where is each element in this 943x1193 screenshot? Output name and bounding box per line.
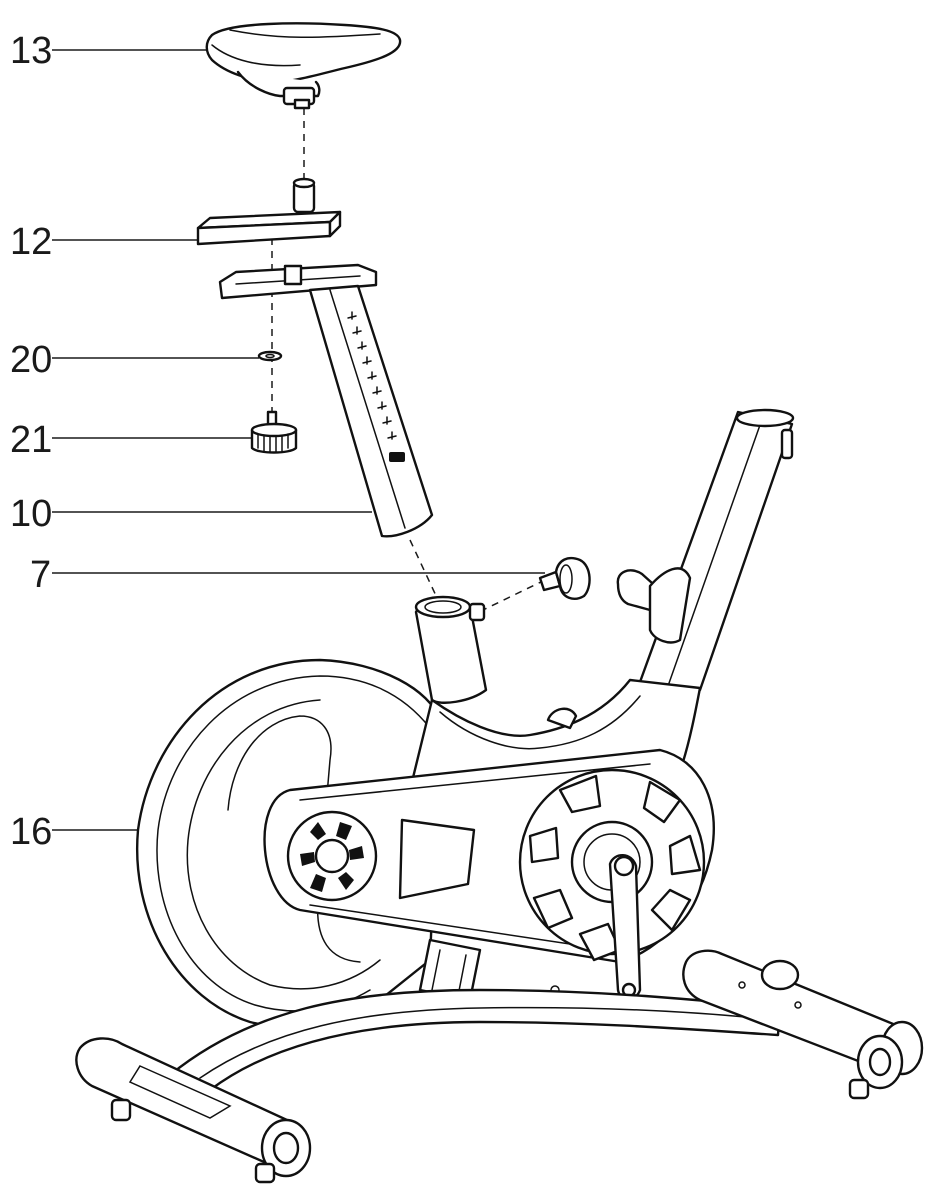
saddle [205,22,402,110]
callout-label-21: 21 [10,419,52,461]
callout-20: 20 [10,339,259,381]
callout-16: 16 [10,811,140,853]
callout-label-16: 16 [10,811,52,853]
post-knob [538,556,591,600]
seat-slider [196,177,342,246]
callout-label-12: 12 [10,221,52,263]
seat-post [218,263,434,538]
height-scale-marks [347,311,405,462]
seat-knob [250,410,298,454]
callout-13: 13 [10,30,215,72]
callout-label-7: 7 [30,554,51,596]
callout-21: 21 [10,419,251,461]
bike-frame [263,408,795,1002]
assembly-guides [271,108,546,611]
callout-label-20: 20 [10,339,52,381]
callout-7: 7 [30,554,545,596]
bike-base [75,949,924,1184]
callout-label-10: 10 [10,493,52,535]
left-hub-spokes [300,822,364,892]
callout-10: 10 [10,493,372,535]
washer [257,350,283,362]
callout-label-13: 13 [10,30,52,72]
callout-12: 12 [10,221,198,263]
